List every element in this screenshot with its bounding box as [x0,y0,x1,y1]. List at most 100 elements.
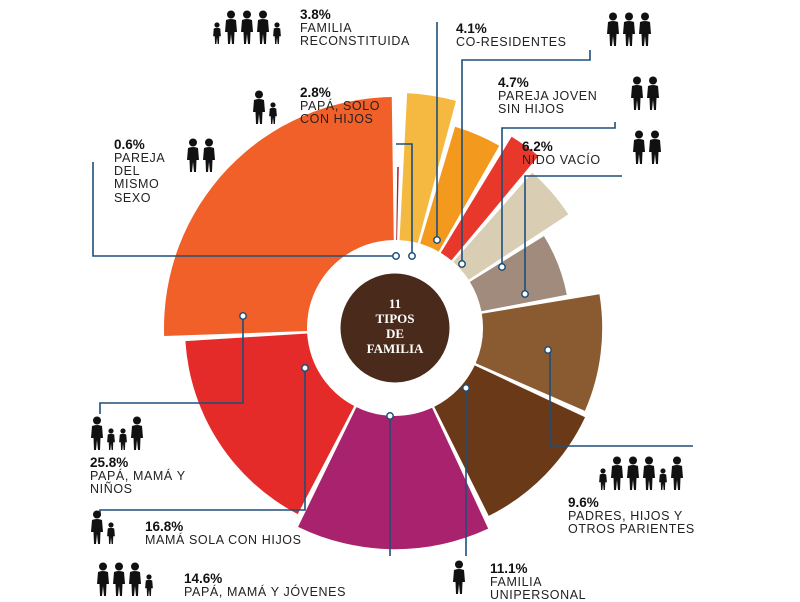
person-silhouette [113,562,125,596]
person-silhouette [129,562,141,596]
person-silhouette [659,468,667,490]
center-label-line2: TIPOS [375,311,414,326]
label-mama-sola: 16.8% MAMÁ SOLA CON HIJOS [145,519,302,548]
center-label-line3: DE [386,326,404,341]
slice-pap-mam-y-ni-os [164,97,394,337]
leader-co-residentes-dot [458,260,466,268]
pct-pareja-joven: 4.7% [498,75,529,90]
person-silhouette [647,76,659,110]
young-couple-icon [630,76,660,110]
person-silhouette [631,76,643,110]
person-silhouette [131,416,143,450]
person-silhouette [607,12,619,46]
person-silhouette [107,522,115,544]
label-mismo-sexo: 0.6% PAREJA DEL MISMO SEXO [114,137,182,205]
family-reconstituted-icon [212,10,282,44]
center-label-line1: 11 [389,296,401,311]
center-disc [337,270,453,386]
same-sex-couple-icon [186,138,216,172]
single-mother-icon [90,510,116,544]
leader-mama-sola-dot [301,364,309,372]
person-silhouette [119,428,127,450]
person-silhouette [241,10,253,44]
person-silhouette [269,102,277,124]
person-silhouette [145,574,153,596]
txt-papa-mama-jovenes: PAPÁ, MAMÁ Y JÓVENES [184,585,347,600]
pct-unipersonal: 11.1% [490,561,528,576]
leader-pareja-joven [501,122,616,265]
person-silhouette [639,12,651,46]
slice-familia-unipersonal [434,365,586,516]
person-silhouette [627,456,639,490]
txt-padres-hijos: PADRES, HIJOS Y OTROS PARIENTES [568,509,695,537]
txt-papa-solo: PAPÁ, SOLO CON HIJOS [300,99,381,127]
person-silhouette [633,130,645,164]
slice-co-residentes [420,126,500,252]
person-silhouette [257,10,269,44]
txt-nido-vacio: NIDO VACÍO [522,153,601,168]
slice-padres-hijos-y-otros-parientes [475,294,603,411]
person-silhouette [273,22,281,44]
leader-reconstituida-dot [433,236,441,244]
label-co-residentes: 4.1% CO-RESIDENTES [456,21,567,50]
father-mother-children-icon [90,416,144,450]
leader-unipersonal-dot [462,384,470,392]
person-silhouette [203,138,215,172]
leader-padres-hijos [549,350,693,447]
slice-nido-vac-o [469,236,567,312]
label-papa-mama-jovenes: 14.6% PAPÁ, MAMÁ Y JÓVENES [184,571,347,600]
label-papa-solo: 2.8% PAPÁ, SOLO CON HIJOS [300,85,400,127]
label-pareja-joven: 4.7% PAREJA JOVEN SIN HIJOS [498,75,608,117]
leader-nido-vacio-dot [521,290,529,298]
slice-familia-reconstituida [399,93,456,244]
pct-mismo-sexo: 0.6% [114,137,145,152]
person-silhouette [671,456,683,490]
person-silhouette [611,456,623,490]
pct-padres-hijos: 9.6% [568,495,599,510]
slice-mam-sola-con-hijos [185,333,355,515]
person-silhouette [253,90,265,124]
txt-mismo-sexo: PAREJA DEL MISMO SEXO [114,151,165,205]
pct-co-residentes: 4.1% [456,21,487,36]
label-padres-hijos: 9.6% PADRES, HIJOS Y OTROS PARIENTES [568,495,718,537]
person-silhouette [187,138,199,172]
person-silhouette [91,510,103,544]
label-reconstituida: 3.8% FAMILIA RECONSTITUIDA [300,7,450,49]
pct-papa-solo: 2.8% [300,85,331,100]
txt-unipersonal: FAMILIA UNIPERSONAL [490,575,587,602]
person-silhouette [107,428,115,450]
slice-pareja-joven-sin-hijos [453,172,569,280]
person-silhouette [649,130,661,164]
pct-reconstituida: 3.8% [300,7,331,22]
center-label-line4: FAMILIA [367,341,424,356]
leader-mismo-sexo-dot [392,252,400,260]
pct-mama-sola: 16.8% [145,519,184,534]
leader-nido-vacio [524,175,622,292]
person-silhouette [225,10,237,44]
leader-papa-mama-jovenes-dot [386,412,394,420]
label-nido-vacio: 6.2% NIDO VACÍO [522,139,601,168]
person-silhouette [97,562,109,596]
slice-pap-mam-y-j-venes [298,407,489,550]
person-silhouette [453,560,465,594]
txt-papa-mama-ninos: PAPÁ, MAMÁ Y NIÑOS [90,469,186,497]
single-person-icon [452,560,466,594]
label-papa-mama-ninos: 25.8% PAPÁ, MAMÁ Y NIÑOS [90,455,200,497]
leader-padres-hijos-dot [544,346,552,354]
txt-mama-sola: MAMÁ SOLA CON HIJOS [145,533,302,548]
father-mother-youths-icon [96,562,154,596]
txt-co-residentes: CO-RESIDENTES [456,35,567,50]
txt-pareja-joven: PAREJA JOVEN SIN HIJOS [498,89,598,117]
person-silhouette [91,416,103,450]
leader-papa-mama-ninos-dot [239,312,247,320]
txt-reconstituida: FAMILIA RECONSTITUIDA [300,21,410,49]
co-residents-icon [606,12,652,46]
slice-pareja-del-mismo-sexo [396,167,399,241]
leader-papa-mama-ninos [99,316,244,414]
empty-nest-icon [632,130,662,164]
leader-pareja-joven-dot [498,263,506,271]
pct-papa-mama-ninos: 25.8% [90,455,129,470]
person-silhouette [623,12,635,46]
